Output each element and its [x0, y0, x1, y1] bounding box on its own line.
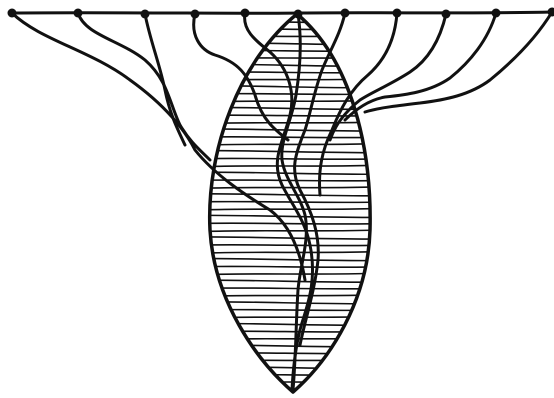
top-baseline	[12, 12, 552, 13]
hatch-line	[195, 72, 385, 73]
hatch-line	[195, 137, 385, 138]
hatch-line	[195, 223, 385, 224]
hatch-line	[195, 259, 385, 261]
hatch-line	[195, 280, 385, 282]
hatch-line	[195, 50, 385, 51]
branch-lines	[12, 12, 552, 390]
hatch-line	[195, 43, 385, 45]
hatch-line	[195, 266, 385, 267]
hatch-line	[195, 323, 385, 325]
hatch-line	[195, 194, 385, 196]
branch-line-4	[194, 14, 288, 140]
hatch-line	[195, 245, 385, 246]
hatch-line	[195, 331, 385, 332]
hatch-line	[195, 381, 385, 383]
hatch-line	[195, 187, 385, 189]
branch-line-8	[320, 13, 398, 195]
hatch-line	[195, 273, 385, 275]
hatch-line	[195, 64, 385, 66]
hatch-line	[195, 143, 385, 145]
hatch-line	[195, 251, 385, 253]
hatch-line	[195, 338, 385, 340]
hatch-line	[195, 237, 385, 239]
branch-line-2	[78, 13, 210, 160]
hatch-line	[195, 359, 385, 361]
hatch-line	[195, 172, 385, 174]
hatch-line	[195, 158, 385, 159]
hatch-line	[195, 310, 385, 311]
hatch-line	[195, 316, 385, 318]
hatch-line	[195, 208, 385, 210]
hatch-line	[195, 374, 385, 375]
hatch-line	[195, 367, 385, 369]
hatch-line	[195, 165, 385, 167]
hatch-line	[195, 151, 385, 153]
hatch-line	[195, 353, 385, 354]
branch-line-9	[330, 14, 446, 140]
hatch-line	[195, 35, 385, 37]
hatch-line	[195, 94, 385, 95]
hatch-line	[195, 215, 385, 217]
hatch-line	[195, 345, 385, 347]
hatch-line	[195, 29, 385, 30]
